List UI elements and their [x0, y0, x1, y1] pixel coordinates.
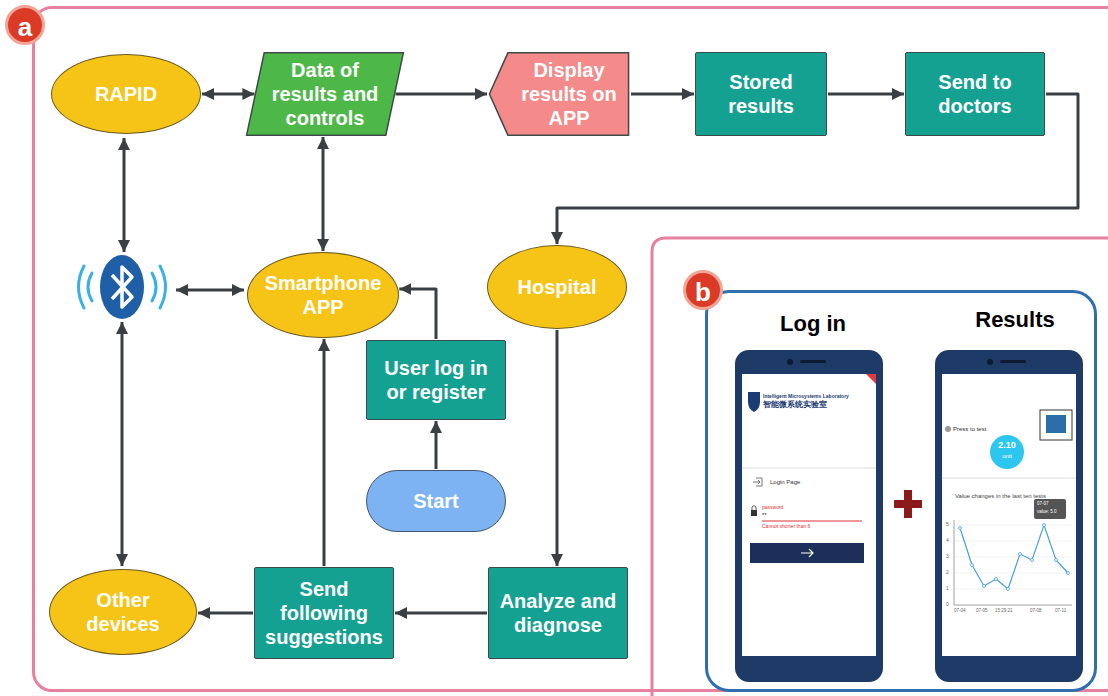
axis-tick: 07-05: [976, 609, 988, 614]
node-label: Stored results: [703, 70, 819, 118]
text-wrap: RAPID: [65, 82, 187, 106]
node-label: Hospital: [501, 275, 613, 299]
flow-arrow: [322, 137, 325, 251]
screen-title: Login Page: [770, 479, 800, 485]
axis-tick: 07-04: [954, 609, 966, 614]
flow-arrow: [828, 93, 904, 96]
axis-tick: 1: [946, 586, 949, 591]
text-wrap: Send following suggestions: [260, 577, 388, 649]
axis-tick: 2: [946, 570, 949, 575]
text-wrap: Send to doctors: [913, 70, 1037, 118]
axis-tick: 15:29:21: [995, 609, 1013, 614]
node-label: User log in or register: [374, 356, 498, 404]
text-wrap: Other devices: [63, 588, 183, 636]
process-box: Analyze and diagnose: [488, 567, 628, 659]
text-wrap: Stored results: [703, 70, 819, 118]
panel-letter: a: [5, 5, 45, 45]
node-label: Smartphone APP: [261, 271, 385, 319]
device-ellipse: Other devices: [49, 569, 197, 655]
flow-arrow: [198, 612, 253, 615]
tooltip-text: 07-07: [1037, 502, 1049, 507]
text-wrap: Hospital: [501, 275, 613, 299]
start-terminal: Start: [366, 470, 506, 532]
panel-letter: b: [683, 270, 723, 310]
tooltip-text: value: 5.0: [1037, 510, 1057, 515]
bluetooth-icon: [79, 255, 166, 319]
process-box: User log in or register: [366, 340, 506, 420]
axis-tick: 0: [946, 602, 949, 607]
field-error: Cannot shorter than 6: [762, 524, 810, 529]
phone-results: [935, 350, 1083, 682]
screen-title: Press to test: [953, 426, 986, 432]
flow-arrow: [631, 93, 694, 96]
process-box: Stored results: [695, 52, 827, 136]
data-parallelogram: Data of results and controls: [245, 52, 405, 136]
flow-arrow: [396, 93, 487, 96]
process-box: Send to doctors: [905, 52, 1045, 136]
node-label: Send to doctors: [913, 70, 1037, 118]
node-label: Display results on APP: [518, 58, 620, 130]
bluetooth-link: [122, 138, 244, 566]
flow-arrow: [395, 612, 487, 615]
node-label: Other devices: [63, 588, 183, 636]
plus-sign: [894, 490, 922, 518]
app-ellipse: Smartphone APP: [247, 252, 399, 338]
result-unit: unit: [990, 453, 1024, 459]
panel-b-frame: [652, 238, 1108, 696]
text-wrap: Analyze and diagnose: [496, 589, 620, 637]
node-label: Send following suggestions: [260, 577, 388, 649]
field-value: **: [762, 512, 767, 518]
flow-arrow: [556, 330, 559, 566]
text-wrap: Start: [374, 489, 498, 513]
text-wrap: Display results on APP: [518, 58, 620, 130]
phone-login: [735, 350, 883, 682]
flow-arrow: [399, 289, 436, 339]
process-box: Send following suggestions: [254, 567, 394, 659]
panel-heading: Log in: [746, 311, 880, 337]
node-label: Data of results and controls: [263, 58, 387, 130]
device-ellipse: RAPID: [51, 54, 201, 134]
panel-heading: Results: [944, 307, 1086, 333]
axis-tick: 07-08: [1030, 609, 1042, 614]
axis-tick: 5: [946, 522, 949, 527]
flow-arrow: [435, 421, 438, 469]
display-shape: Display results on APP: [488, 52, 630, 136]
axis-tick: 07-11: [1055, 609, 1066, 614]
flow-arrow: [202, 93, 254, 96]
text-wrap: User log in or register: [374, 356, 498, 404]
chart-title: Value changes in the last ten tests: [955, 493, 1046, 499]
hospital-ellipse: Hospital: [487, 245, 627, 329]
node-label: Start: [374, 489, 498, 513]
text-wrap: Smartphone APP: [261, 271, 385, 319]
field-label: password: [762, 505, 783, 510]
result-value: 2.10: [990, 441, 1024, 450]
lab-name: 智能微系统实验室: [763, 401, 827, 409]
node-label: RAPID: [65, 82, 187, 106]
flow-arrow: [323, 339, 326, 566]
panel-frame: bLog inResults: [705, 290, 1097, 692]
axis-tick: 3: [946, 554, 949, 559]
lab-name: Intelligent Microsystems Laboratory: [763, 394, 849, 399]
node-label: Analyze and diagnose: [496, 589, 620, 637]
text-wrap: Data of results and controls: [263, 58, 387, 130]
axis-tick: 4: [946, 538, 949, 543]
